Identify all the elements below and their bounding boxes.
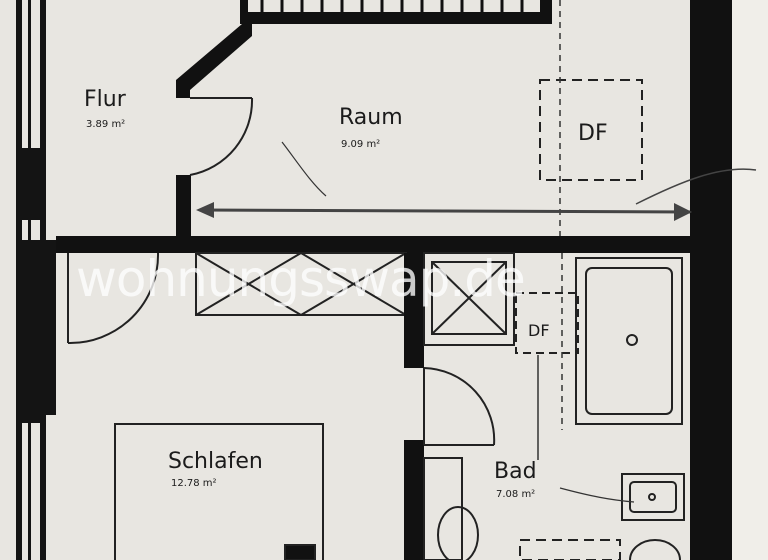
room-area-raum: 9.09 m² (341, 139, 380, 150)
schlafen-door (67, 252, 160, 345)
bad-door (423, 367, 496, 446)
raum-door (189, 97, 254, 176)
room-area-bad: 7.08 m² (496, 489, 535, 500)
left-exterior-wall (16, 0, 56, 560)
raum-skylight (539, 79, 643, 181)
bad-bottom-fixture (519, 539, 681, 560)
annotation-stroke (281, 141, 327, 197)
stair-railing (240, 0, 552, 24)
room-area-flur: 3.89 m² (86, 119, 125, 130)
room-name-raum: Raum (339, 105, 403, 130)
room-name-schlafen: Schlafen (168, 449, 263, 474)
toilet (423, 457, 479, 560)
shower (423, 252, 515, 346)
dimension-line (196, 202, 692, 221)
raum-bottom-wall (56, 236, 696, 253)
right-exterior-wall (690, 0, 732, 560)
sink (621, 473, 685, 521)
skylight-label-raum: DF (578, 121, 608, 146)
flur-raum-wall (176, 175, 191, 245)
bad-wall-lower (404, 440, 424, 560)
bad-leader-line (559, 487, 635, 503)
skylight-label-bad: DF (528, 321, 550, 340)
bad-skylight-frame (515, 292, 579, 354)
bathtub (575, 257, 683, 425)
room-name-bad: Bad (494, 459, 537, 484)
annotation-arrow (635, 168, 757, 205)
bad-wall-upper (404, 253, 424, 368)
diagonal-wall (176, 24, 252, 98)
schlafen-window (114, 423, 324, 560)
room-area-schlafen: 12.78 m² (171, 478, 217, 489)
watermark: wohnungsswap.de (76, 250, 525, 308)
room-name-flur: Flur (84, 87, 127, 112)
